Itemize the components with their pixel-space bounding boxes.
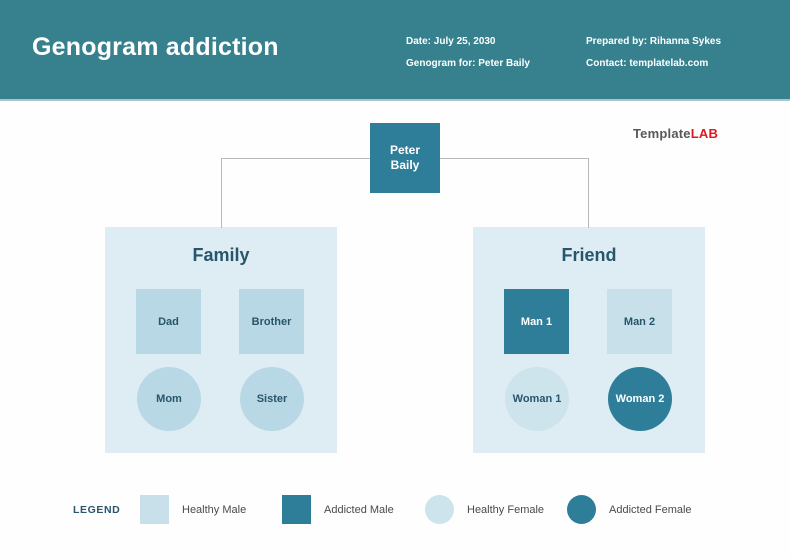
group-friend: Friend Man 1 Man 2 Woman 1 Woman 2 <box>473 227 705 453</box>
member-brother-label: Brother <box>251 315 292 328</box>
legend-item-label: Healthy Male <box>182 503 247 516</box>
member-woman-1: Woman 1 <box>505 367 569 431</box>
legend-item-addicted-female: Addicted Female <box>567 495 692 524</box>
healthy-male-swatch-icon <box>140 495 169 524</box>
member-man-2-label: Man 2 <box>623 315 656 328</box>
meta-contact: Contact: templatelab.com <box>586 58 709 69</box>
member-woman-2-label: Woman 2 <box>615 393 665 405</box>
meta-genogram-for: Genogram for: Peter Baily <box>406 58 530 69</box>
header-band: Genogram addiction Date: July 25, 2030 G… <box>0 0 790 101</box>
member-dad: Dad <box>136 289 201 354</box>
member-mom-label: Mom <box>156 393 182 405</box>
member-man-1-label: Man 1 <box>520 315 553 328</box>
member-woman-2: Woman 2 <box>608 367 672 431</box>
templatelab-logo: TemplateLAB <box>633 126 718 141</box>
group-family: Family Dad Brother Mom Sister <box>105 227 337 453</box>
header-meta-left: Date: July 25, 2030 Genogram for: Peter … <box>406 31 530 75</box>
meta-prepared-by: Prepared by: Rihanna Sykes <box>586 36 722 47</box>
legend-item-healthy-female: Healthy Female <box>425 495 544 524</box>
legend-item-label: Addicted Female <box>609 503 692 516</box>
connector-vertical-left <box>221 158 222 228</box>
page-title: Genogram addiction <box>32 33 279 61</box>
root-person-box: Peter Baily <box>370 123 440 193</box>
member-mom: Mom <box>137 367 201 431</box>
legend-label: LEGEND <box>73 503 121 516</box>
legend-item-healthy-male: Healthy Male <box>140 495 246 524</box>
member-man-2: Man 2 <box>607 289 672 354</box>
root-person-name: Peter Baily <box>389 143 421 172</box>
member-dad-label: Dad <box>158 315 179 328</box>
group-friend-title: Friend <box>561 245 617 265</box>
member-sister-label: Sister <box>256 393 288 405</box>
healthy-female-swatch-icon <box>425 495 454 524</box>
legend-item-label: Healthy Female <box>467 503 545 516</box>
group-family-title: Family <box>192 245 250 265</box>
addicted-female-swatch-icon <box>567 495 596 524</box>
legend-item-addicted-male: Addicted Male <box>282 495 394 524</box>
connector-vertical-right <box>588 158 589 228</box>
addicted-male-swatch-icon <box>282 495 311 524</box>
header-meta-right: Prepared by: Rihanna Sykes Contact: temp… <box>586 31 721 75</box>
legend-item-label: Addicted Male <box>324 503 394 516</box>
logo-template-text: Template <box>633 126 691 141</box>
logo-lab-text: LAB <box>690 126 719 141</box>
member-man-1: Man 1 <box>504 289 569 354</box>
member-brother: Brother <box>239 289 304 354</box>
member-woman-1-label: Woman 1 <box>512 393 562 405</box>
meta-date: Date: July 25, 2030 <box>406 36 496 47</box>
member-sister: Sister <box>240 367 304 431</box>
